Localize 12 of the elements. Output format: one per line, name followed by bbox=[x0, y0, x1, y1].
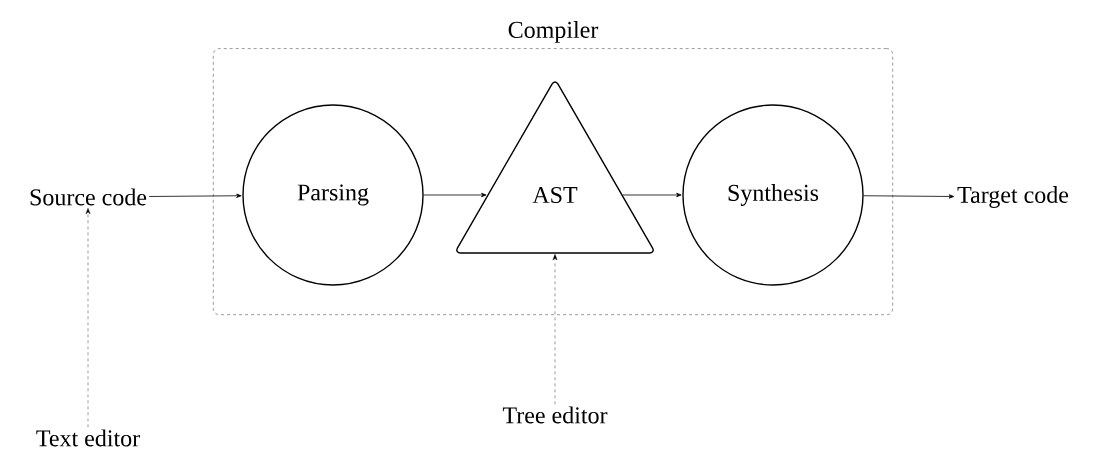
arrow bbox=[423, 192, 487, 198]
arrow bbox=[552, 254, 558, 405]
tool-label: Tree editor bbox=[502, 406, 608, 424]
node-label: Compiler bbox=[508, 21, 599, 43]
tool-label: Text editor bbox=[36, 429, 140, 447]
input-label: Source code bbox=[30, 188, 147, 206]
arrow bbox=[148, 193, 242, 198]
output-label: Target code bbox=[957, 186, 1069, 208]
tree-triangle: AST bbox=[456, 81, 654, 254]
arrow bbox=[85, 208, 91, 428]
arrow bbox=[622, 192, 682, 198]
arrow bbox=[863, 194, 955, 199]
